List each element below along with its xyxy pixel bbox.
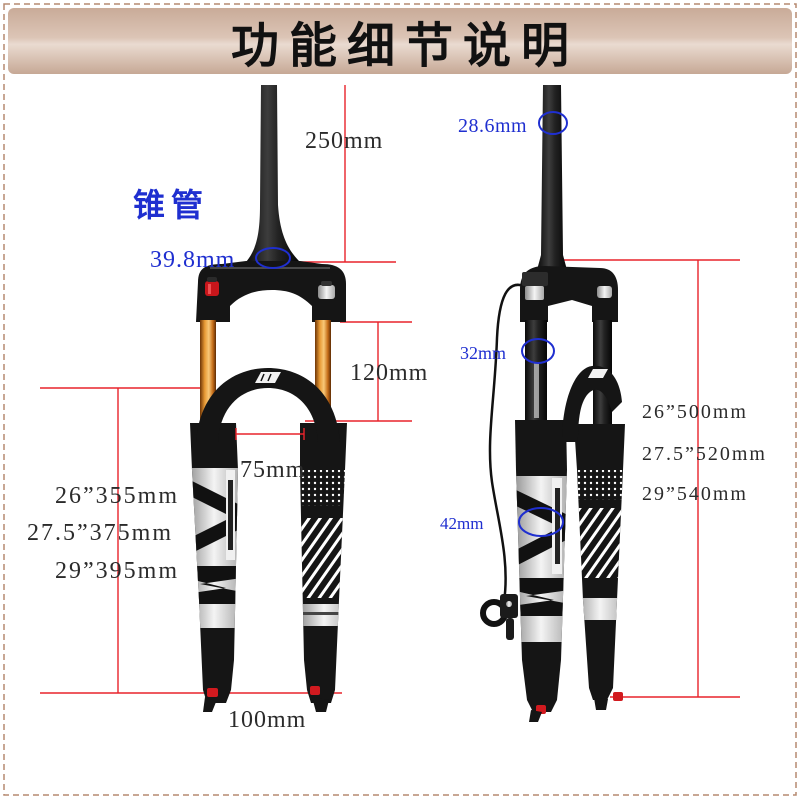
right-fork-left-lower-graphic bbox=[515, 476, 567, 642]
title-banner: 功能细节说明 bbox=[8, 8, 792, 74]
right-size-length-26-label: 26”500mm bbox=[642, 401, 748, 423]
right-size-length-27-5-label: 27.5”520mm bbox=[642, 443, 767, 465]
page-title: 功能细节说明 bbox=[231, 18, 579, 74]
right-rebound-knob-icon bbox=[597, 286, 612, 298]
rebound-knob-icon bbox=[318, 281, 335, 299]
stanchion-decal bbox=[534, 362, 539, 418]
right-dropout bbox=[312, 697, 329, 712]
right-arch-logo-icon bbox=[588, 369, 608, 378]
steerer-diameter-label: 28.6mm bbox=[458, 115, 527, 137]
remote-lockout-lever-icon bbox=[480, 594, 518, 640]
air-valve-knob-icon bbox=[205, 277, 219, 296]
size-length-27-5-label: 27.5”375mm bbox=[27, 520, 173, 546]
right-fork-left-dropout bbox=[529, 710, 542, 722]
arch-logo-icon bbox=[255, 372, 281, 383]
left-axle-cap bbox=[207, 688, 218, 697]
dashed-border bbox=[3, 3, 797, 796]
stanchion-diameter-label: 32mm bbox=[460, 343, 506, 363]
travel-label: 120mm bbox=[350, 360, 428, 386]
steerer-diameter-ring bbox=[538, 111, 568, 135]
right-fork-arch bbox=[562, 365, 622, 442]
left-fork-arch bbox=[196, 368, 340, 442]
axle-width-label: 100mm bbox=[228, 707, 306, 733]
right-fork-right-dropout bbox=[594, 698, 608, 710]
size-length-29-label: 29”395mm bbox=[55, 558, 179, 584]
tube-type-label: 锥管 bbox=[133, 186, 209, 224]
banner-bar bbox=[8, 8, 792, 74]
left-fork-tapered bbox=[190, 85, 347, 712]
right-size-length-29-label: 29”540mm bbox=[642, 483, 748, 505]
left-dropout bbox=[203, 697, 216, 712]
lower-diameter-label: 42mm bbox=[440, 514, 483, 533]
size-length-26-label: 26”355mm bbox=[55, 483, 179, 509]
right-axle-cap bbox=[310, 686, 320, 695]
arch-gap-arrow bbox=[235, 428, 305, 440]
right-fork-right-axle-cap bbox=[613, 692, 623, 701]
remote-lockout-cable bbox=[488, 283, 525, 603]
right-fork-right-lower-graphic bbox=[574, 470, 625, 620]
right-lower-graphic bbox=[300, 470, 347, 626]
arch-gap-label: 75mm bbox=[240, 457, 305, 483]
lower-diameter-ring bbox=[518, 507, 564, 537]
crown-diameter-label: 39.8mm bbox=[150, 247, 235, 273]
left-fork-crown bbox=[196, 261, 346, 322]
tapered-steerer-tube bbox=[246, 85, 300, 262]
steerer-length-label: 250mm bbox=[305, 128, 383, 154]
right-fork-dimension-lines bbox=[560, 259, 740, 698]
remote-lockout-housing-icon bbox=[522, 272, 548, 300]
crown-diameter-ring bbox=[255, 247, 291, 269]
stanchion-diameter-ring bbox=[521, 338, 555, 364]
